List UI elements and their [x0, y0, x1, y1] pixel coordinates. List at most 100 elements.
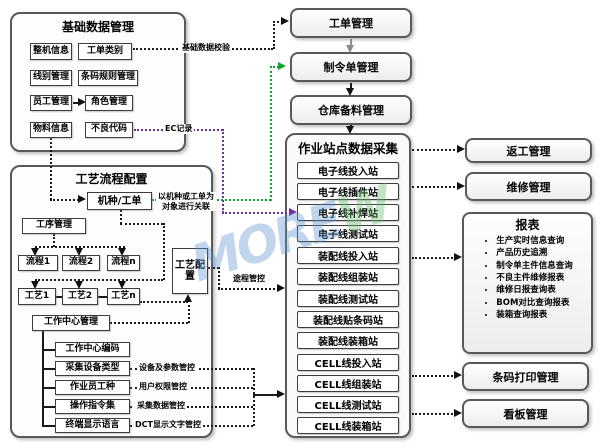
connector-workcenter-tree: [42, 406, 55, 408]
node-barcode-rule: 条码规则管理: [78, 70, 138, 86]
connector-craft2-craftn: [98, 296, 107, 298]
node-machine-info: 整机信息: [30, 43, 72, 60]
connector-stations-report: [412, 257, 456, 259]
report-item: 制令单主件信息查询: [496, 260, 573, 272]
arrow-into-mfgorder-top: [346, 45, 354, 53]
arrow-into-rework: [457, 145, 465, 153]
station-dz-insert: 电子线插件站: [297, 183, 399, 200]
node-operator-type: 作业员工种: [55, 380, 130, 395]
report-list: 生产实时信息查询 产品历史追溯 制令单主件信息查询 不良主件维修报表 维修日报查…: [478, 235, 577, 321]
connector-workcenter-craftconfig: [110, 322, 188, 324]
connector-craftconfig-stations: [218, 267, 220, 289]
connector-controls-merge: [253, 394, 279, 396]
station-asm-test: 装配线测试站: [297, 290, 399, 307]
node-barcode-print-mgmt: 条码打印管理: [462, 362, 589, 391]
connector-model-crafts: [35, 279, 163, 281]
report-item: 装箱查询报表: [496, 309, 573, 321]
connector-mfgorder-warehouse: [350, 83, 352, 89]
arrow-into-station-section-mid: [277, 284, 285, 292]
arrow-into-role: [78, 98, 86, 106]
connector-data-control: [130, 406, 253, 408]
arrow-into-craftn: [118, 281, 126, 289]
arrow-into-flow1: [31, 248, 39, 256]
data-validation-label: 基础数据校验: [180, 43, 232, 53]
connector-stations-kanban: [412, 413, 456, 415]
arrow-into-workorder: [281, 17, 289, 25]
node-material-info: 物料信息: [30, 122, 72, 138]
node-line-mgmt: 线别管理: [30, 70, 72, 86]
node-mfg-order-mgmt: 制令单管理: [290, 52, 412, 82]
connector-model-mfgorder: [152, 199, 157, 201]
report-item: BOM对比查询报表: [496, 297, 573, 309]
connector-craft1-craft2: [56, 296, 62, 298]
report-item: 产品历史追溯: [496, 247, 573, 259]
connector-employee-role: [73, 102, 81, 104]
dct-display-label: DCT显示文字管控: [133, 420, 203, 430]
node-craft-n: 工艺n: [107, 288, 140, 305]
station-asm-barcode: 装配线贴条码站: [297, 311, 399, 328]
arrow-into-station-section: [346, 126, 354, 134]
connector-workorder-mfgorder: [350, 39, 352, 47]
station-cell-input: CELL线投入站: [297, 354, 399, 371]
model-note-label: 以机种或工单为对象进行关联: [156, 192, 216, 212]
connector-craftconfig-stations: [218, 288, 279, 290]
station-section-title: 作业站点数据采集: [297, 141, 398, 156]
connector-ordertype-workorder: [273, 21, 283, 23]
connector-craftconfig-up: [188, 300, 190, 323]
connector-defect-ec: [222, 212, 291, 214]
connector-ordertype-workorder: [273, 21, 275, 49]
connector-model-crafts: [120, 210, 122, 224]
station-asm-pack: 装配线装箱站: [297, 332, 399, 349]
node-warehouse-mgmt: 仓库备料管理: [290, 95, 412, 125]
device-param-label: 设备及参数管控: [137, 363, 197, 373]
connector-model-mfgorder: [214, 199, 271, 201]
node-craft-2: 工艺2: [62, 288, 98, 305]
node-work-center: 工作中心管理: [32, 315, 110, 331]
arrow-into-craft1: [31, 281, 39, 289]
connector-step-flows: [53, 234, 55, 247]
node-kanban-mgmt: 看板管理: [462, 399, 589, 428]
station-dz-test: 电子线测试站: [297, 225, 399, 242]
station-dz-input: 电子线投入站: [297, 162, 399, 179]
node-report-box: 报表 生产实时信息查询 产品历史追溯 制令单主件信息查询 不良主件维修报表 维修…: [462, 212, 593, 354]
connector-workcenter-tree: [42, 331, 44, 426]
station-dz-solder: 电子线补焊站: [297, 204, 399, 221]
connector-step-flows: [35, 246, 125, 248]
user-auth-label: 用户权限管控: [137, 382, 189, 392]
connector-controls-merge: [253, 368, 255, 426]
node-role-mgmt: 角色管理: [85, 95, 133, 111]
arrow-into-solder-station: [289, 208, 297, 216]
arrow-into-craftconfig: [184, 294, 192, 302]
arrow-into-station-section-low: [277, 390, 285, 398]
node-order-type: 工单类别: [78, 43, 132, 60]
station-cell-test: CELL线测试站: [297, 396, 399, 413]
connector-model-mfgorder: [270, 66, 272, 201]
node-defect-code: 不良代码: [85, 122, 133, 138]
connector-defect-ec: [222, 129, 224, 213]
node-rework-mgmt: 返工管理: [465, 138, 592, 163]
arrow-into-repair: [457, 182, 465, 190]
connector-craftn-craftconfig: [140, 301, 188, 303]
route-control-label: 途程管控: [231, 274, 267, 284]
station-cell-assemble: CELL线组装站: [297, 375, 399, 392]
node-step-mgmt: 工序管理: [22, 218, 86, 234]
basic-data-title: 基础数据管理: [61, 20, 134, 34]
connector-material-model: [50, 138, 52, 200]
arrow-into-model-order: [78, 195, 86, 203]
connector-craftconfig-stations: [208, 267, 219, 269]
connector-stations-barcodeprint: [412, 375, 456, 377]
node-flow-n: 流程n: [107, 255, 140, 271]
station-cell-pack: CELL线装箱站: [297, 417, 399, 434]
connector-workcenter-tree: [42, 387, 55, 389]
connector-workcenter-tree: [42, 368, 55, 370]
collect-data-label: 采集数据管控: [135, 401, 187, 411]
node-flow-2: 流程2: [62, 255, 100, 271]
arrow-into-kanban: [454, 409, 462, 417]
node-craft-1: 工艺1: [18, 288, 56, 305]
report-item: 不良主件维修报表: [496, 272, 573, 284]
node-work-center-code: 工作中心编码: [55, 342, 130, 357]
arrow-into-barcodeprint: [454, 371, 462, 379]
ec-record-label: EC记录: [163, 124, 195, 134]
connector-workcenter-tree: [42, 349, 55, 351]
node-employee-mgmt: 员工管理: [30, 95, 72, 111]
